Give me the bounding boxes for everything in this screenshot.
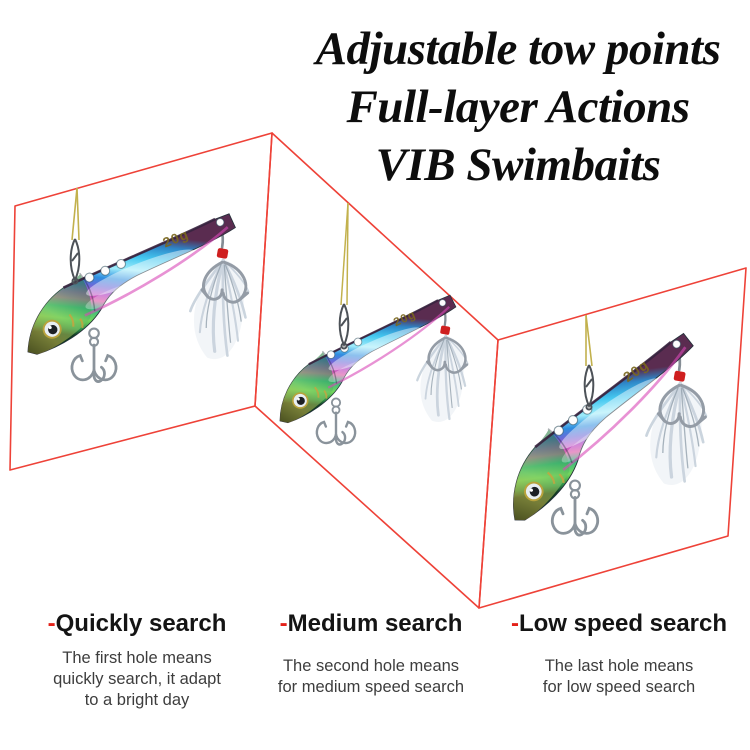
title-line-2: Full-layer Actions [346,81,690,133]
caption-heading-text: Low speed search [518,610,728,637]
hanging-string [71,187,80,241]
caption-body: The second hole means for medium speed s… [277,657,465,696]
snap-clasp-icon [338,303,350,350]
lure-illustration-second-hole: 20g [258,202,475,446]
caption-heading: -Low speed search [494,610,744,638]
caption-dash: - [279,610,288,637]
caption-heading-text: Quickly search [55,610,227,637]
caption-dash: - [510,610,519,637]
caption-heading: -Quickly search [17,610,257,638]
caption-low-speed-search: -Low speed search The last hole means fo… [494,610,744,698]
caption-heading: -Medium search [256,610,486,638]
belly-treble-hook-icon [70,327,118,383]
panel-right [478,267,747,609]
title-line-1: Adjustable tow points [315,23,721,75]
caption-heading-text: Medium search [287,610,463,637]
hanging-string [585,314,593,367]
title-line-3: VIB Swimbaits [375,139,661,191]
caption-dash: - [47,610,56,637]
caption-quickly-search: -Quickly search The first hole means qui… [17,610,257,711]
page-title: Adjustable tow points Full-layer Actions… [316,20,721,194]
lure-illustration-last-hole: 20g [472,314,731,537]
caption-body: The last hole means for low speed search [542,657,696,696]
caption-body: The first hole means quickly search, it … [53,649,221,709]
lure-illustration-first-hole: 20g [6,187,255,383]
caption-medium-search: -Medium search The second hole means for… [256,610,486,698]
hanging-string [340,202,349,306]
belly-treble-hook-icon [315,397,357,446]
